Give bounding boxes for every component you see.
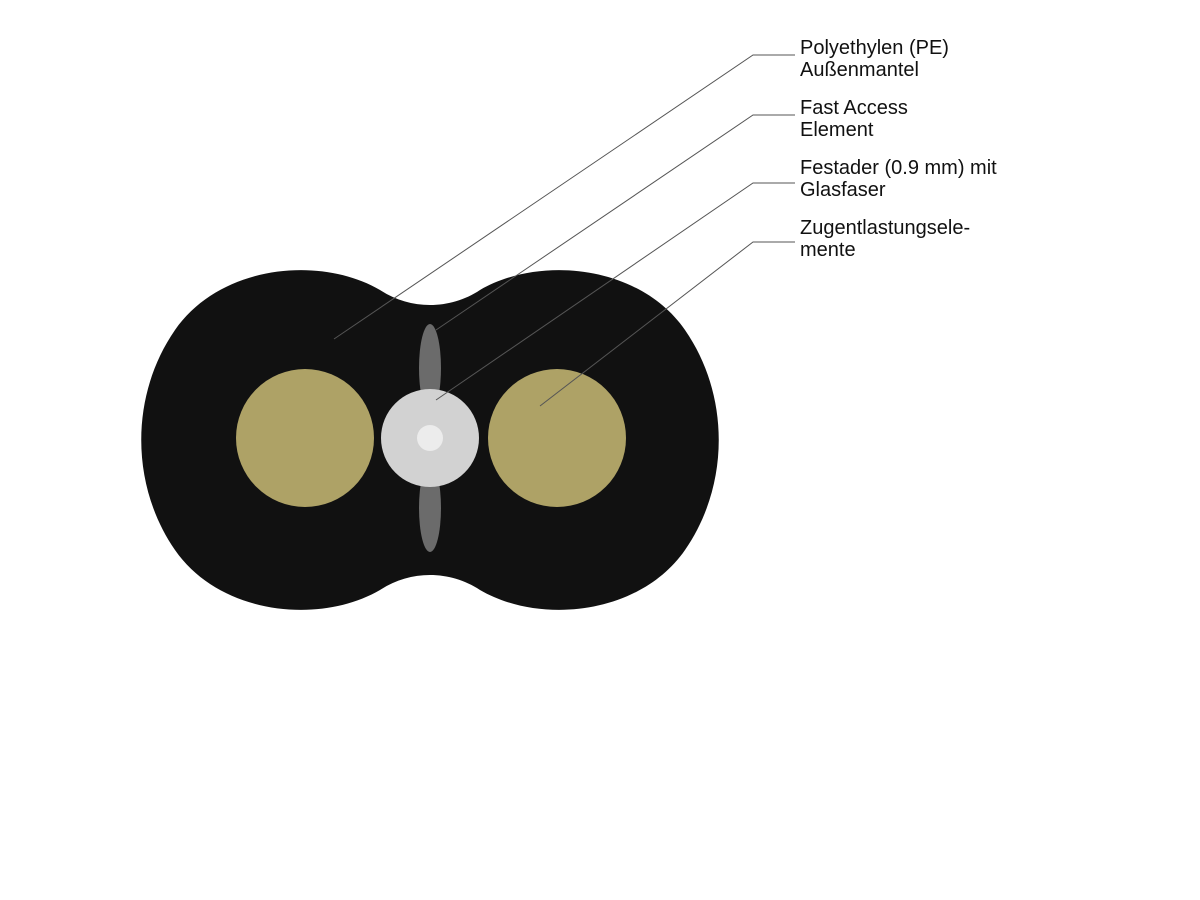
- label-strength-line1: Zugentlastungsele-: [800, 217, 971, 239]
- label-pe-outer-jacket: Polyethylen (PE) Außenmantel: [800, 37, 949, 81]
- strength-member-left: [236, 369, 374, 507]
- label-fiber-line2: Glasfaser: [800, 179, 886, 201]
- label-fae-line2: Element: [800, 119, 874, 141]
- label-tight-buffer-fiber: Festader (0.9 mm) mit Glasfaser: [800, 157, 997, 201]
- leader-line-pe: [333, 54, 795, 340]
- label-pe-line1: Polyethylen (PE): [800, 37, 949, 59]
- label-fast-access-element: Fast Access Element: [800, 97, 908, 141]
- label-pe-line2: Außenmantel: [800, 59, 919, 81]
- leader-lines: [333, 54, 795, 407]
- label-strength-line2: mente: [800, 239, 856, 261]
- leader-line-fiber: [435, 182, 795, 401]
- leader-line-strength: [539, 241, 795, 407]
- label-strength-members: Zugentlastungsele- mente: [800, 217, 970, 261]
- label-fiber-line1: Festader (0.9 mm) mit: [800, 157, 997, 179]
- strength-member-right: [488, 369, 626, 507]
- leader-line-fast-access: [435, 114, 795, 331]
- label-fae-line1: Fast Access: [800, 97, 908, 119]
- glass-fiber-core: [417, 425, 443, 451]
